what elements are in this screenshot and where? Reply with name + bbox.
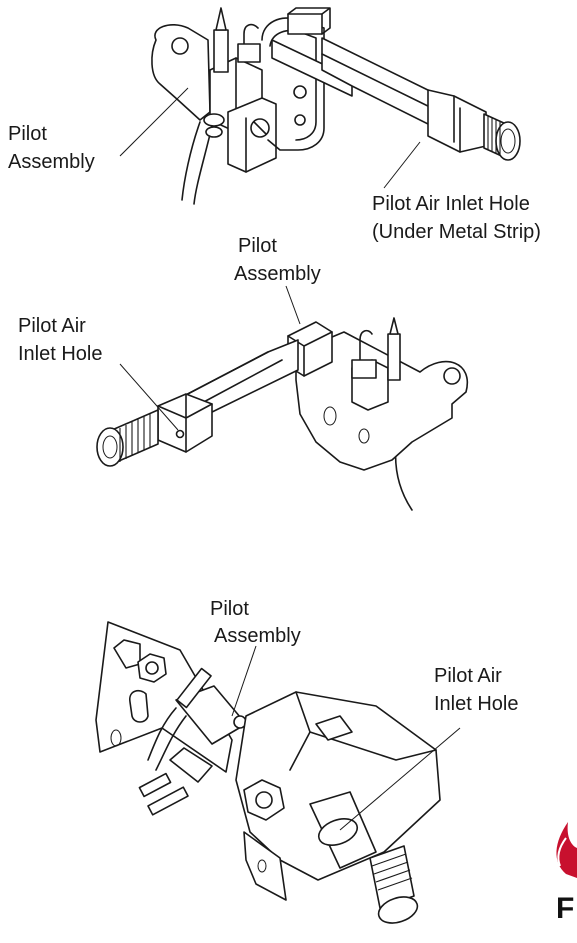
leader-inlet-1 bbox=[383, 141, 421, 189]
bracket-hole bbox=[443, 367, 461, 385]
air-inlet-tube bbox=[321, 37, 437, 129]
leader-pilot-2 bbox=[285, 285, 301, 325]
label-pilot-assembly-2-line2: Assembly bbox=[234, 263, 321, 285]
label-inlet-hole-2-line1: Pilot Air bbox=[18, 315, 86, 337]
bracket-hole bbox=[171, 37, 189, 55]
logo-text: F bbox=[556, 892, 574, 925]
leader-inlet-3 bbox=[339, 727, 461, 831]
supply-tube bbox=[193, 125, 213, 205]
flame-logo-icon bbox=[556, 822, 577, 878]
thermocouple-rod bbox=[176, 667, 212, 709]
pilot-air-inlet-hole bbox=[175, 429, 185, 439]
mounting-bracket bbox=[151, 24, 211, 121]
label-inlet-hole-3-line2: Inlet Hole bbox=[434, 693, 519, 715]
label-pilot-assembly-1-line2: Assembly bbox=[8, 151, 95, 173]
mounting-frame bbox=[261, 17, 325, 151]
pilot-lower-block bbox=[227, 97, 277, 173]
label-inlet-hole-1-line1: Pilot Air Inlet Hole bbox=[372, 193, 530, 215]
leader-pilot-3 bbox=[231, 645, 257, 717]
figure-1-pilot-assembly: Pilot Assembly Pilot Air Inlet Hole (Und… bbox=[8, 7, 541, 243]
thermocouple-wire bbox=[181, 121, 201, 201]
label-pilot-assembly-3-line1: Pilot bbox=[210, 598, 249, 620]
fitting-opening bbox=[96, 427, 124, 467]
label-pilot-assembly-2-line1: Pilot bbox=[238, 235, 277, 257]
leader-inlet-2 bbox=[119, 363, 179, 431]
brand-logo: F bbox=[556, 822, 577, 925]
pilot-air-inlet-hole bbox=[317, 818, 359, 846]
threaded-fitting bbox=[369, 845, 415, 909]
label-pilot-assembly-1-line1: Pilot bbox=[8, 123, 47, 145]
pilot-housing bbox=[235, 691, 441, 881]
label-pilot-assembly-3-line2: Assembly bbox=[214, 625, 301, 647]
hex-nut bbox=[157, 393, 213, 453]
label-inlet-hole-3-line1: Pilot Air bbox=[434, 665, 502, 687]
label-inlet-hole-2-line2: Inlet Hole bbox=[18, 343, 103, 365]
mounting-plate bbox=[95, 621, 233, 773]
figure-2-pilot-assembly: Pilot Assembly Pilot Air Inlet Hole bbox=[18, 235, 469, 511]
hex-nut bbox=[427, 89, 487, 153]
thermocouple-rod bbox=[387, 333, 401, 381]
figure-3-pilot-assembly: Pilot Assembly Pilot Air Inlet Hole bbox=[95, 598, 519, 924]
label-inlet-hole-1-line2: (Under Metal Strip) bbox=[372, 221, 541, 243]
leader-pilot-1 bbox=[119, 87, 189, 157]
thermocouple-rod bbox=[213, 29, 229, 73]
